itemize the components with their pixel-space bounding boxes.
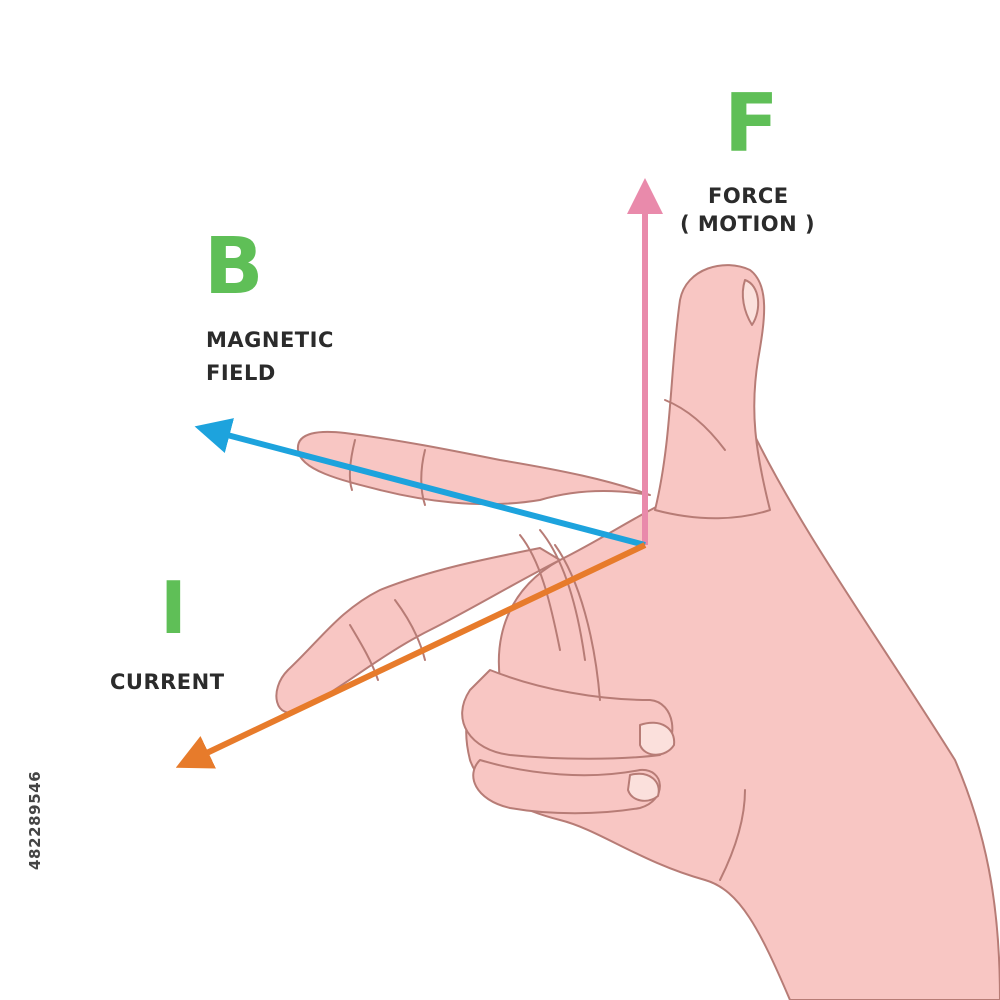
vector-arrows (175, 178, 663, 769)
current-arrow-icon (175, 542, 647, 769)
force-label: FORCE (708, 184, 789, 208)
magnetic-field-arrow-icon (194, 418, 646, 548)
current-label: CURRENT (110, 670, 225, 694)
right-hand-icon (275, 264, 1000, 1000)
force-letter: F (724, 77, 779, 170)
current-letter: I (160, 566, 187, 650)
field-label: FIELD (206, 361, 276, 385)
stock-image-id: 482289546 (26, 770, 44, 870)
motion-label: ( MOTION ) (680, 212, 816, 236)
magnetic-label: MAGNETIC (206, 328, 334, 352)
magnetic-field-letter: B (204, 222, 264, 312)
